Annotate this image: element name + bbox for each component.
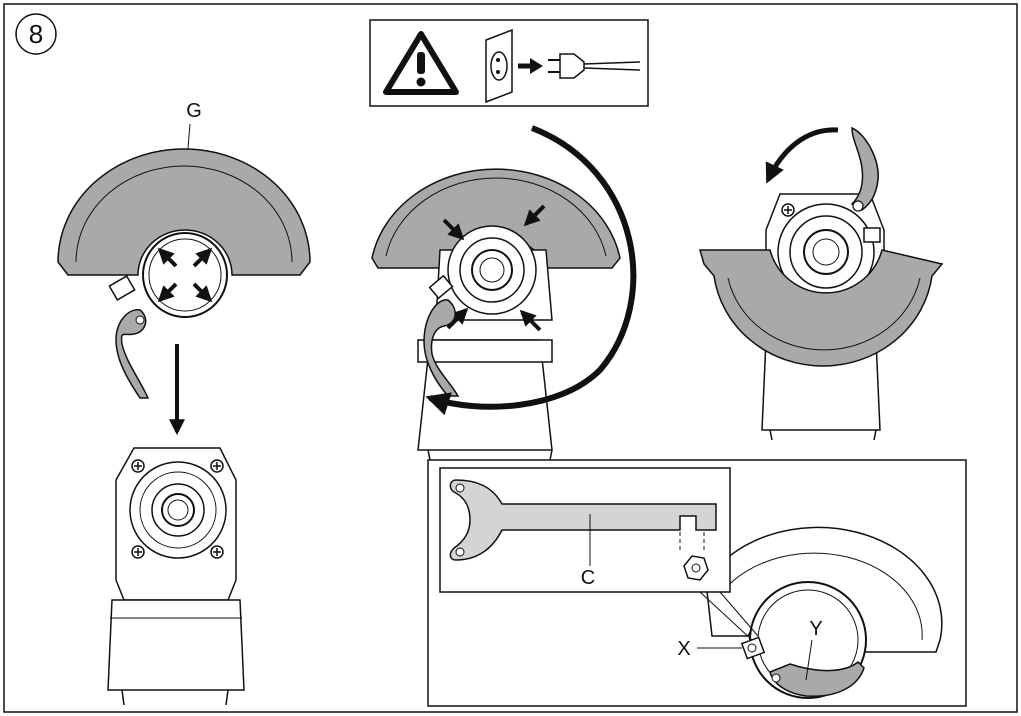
label-wrench: C — [581, 567, 595, 589]
guard — [699, 249, 944, 367]
guard-collar — [142, 232, 228, 318]
hex-nut — [683, 555, 709, 581]
guard-rotation-view — [371, 125, 637, 461]
step-number-badge: 8 — [15, 13, 57, 55]
clamp-lever — [423, 299, 460, 397]
clamp-lever — [769, 660, 865, 697]
label-guard: G — [186, 100, 202, 122]
warning-triangle-icon — [383, 31, 459, 95]
clamp-lever — [850, 126, 879, 211]
spanner-wrench — [449, 479, 717, 561]
clamp-lever — [115, 309, 150, 399]
adjustment-panel: X Y C — [427, 459, 967, 707]
grinder-head-view — [107, 447, 245, 706]
unplug-from-socket-icon — [485, 28, 641, 104]
label-screw: X — [677, 638, 690, 660]
guard — [57, 148, 311, 276]
warning-box — [369, 19, 649, 107]
rotation-arrow — [425, 125, 637, 416]
close-lever-arrow — [765, 127, 839, 184]
step-number: 8 — [29, 19, 43, 49]
label-lever: Y — [809, 618, 822, 640]
clamp-screw — [740, 636, 766, 660]
guard-removed-view: G — [57, 100, 311, 436]
guard-installed-view — [699, 126, 944, 441]
figure-frame — [3, 3, 1018, 713]
